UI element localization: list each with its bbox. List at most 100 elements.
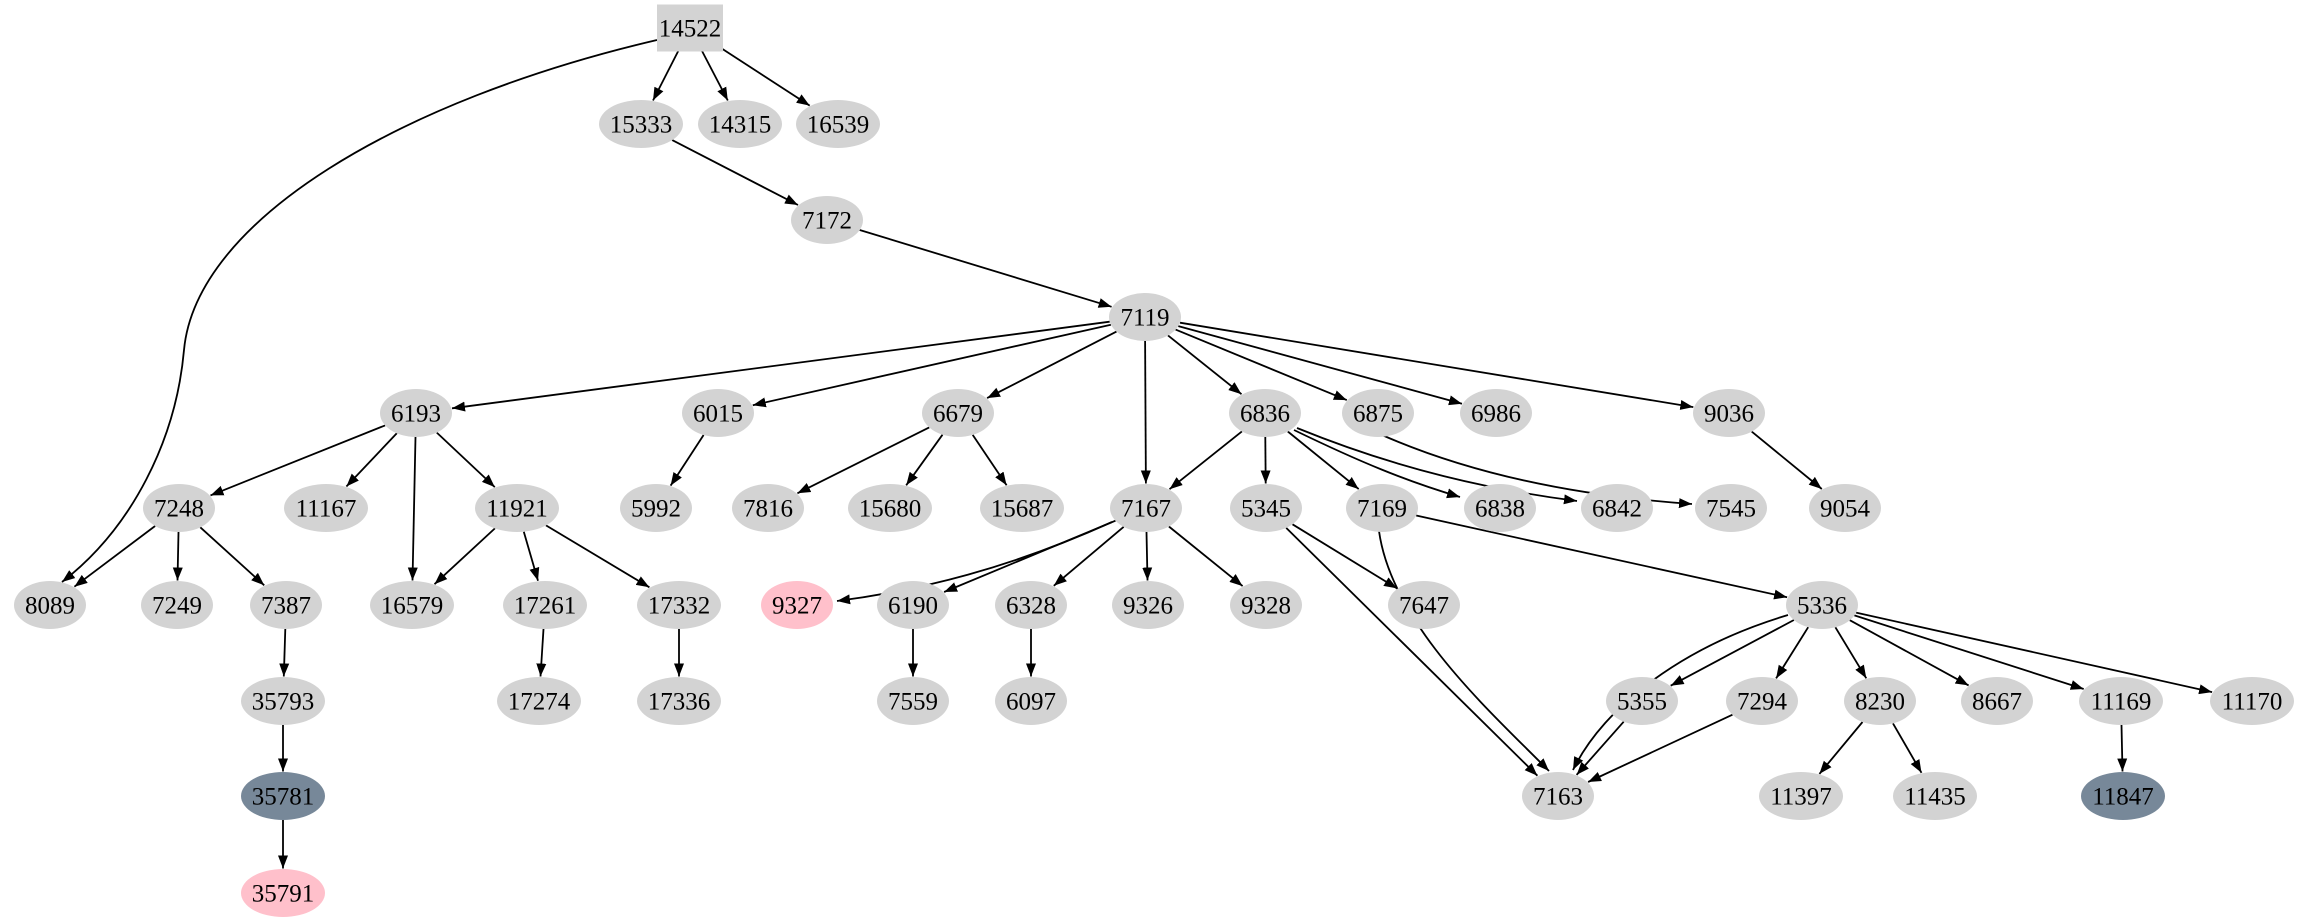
node-9326-ellipse [1112, 581, 1184, 629]
node-15333-label: 15333 [610, 112, 673, 139]
node-7387-label: 7387 [261, 593, 311, 620]
node-6836: 6836 [1229, 389, 1301, 437]
node-7167-label: 7167 [1121, 496, 1171, 523]
node-9054: 9054 [1809, 484, 1881, 532]
node-7545: 7545 [1695, 484, 1767, 532]
node-7167: 7167 [1110, 484, 1182, 532]
node-8089-ellipse [14, 581, 86, 629]
node-7387: 7387 [250, 581, 322, 629]
node-6097-label: 6097 [1006, 689, 1056, 716]
node-5355: 5355 [1606, 677, 1678, 725]
node-6986-ellipse [1460, 389, 1532, 437]
node-8667-label: 8667 [1972, 689, 2022, 716]
node-6679: 6679 [922, 389, 994, 437]
node-8667-ellipse [1961, 677, 2033, 725]
node-7172: 7172 [791, 196, 863, 244]
node-6190-label: 6190 [888, 593, 938, 620]
node-14522-label: 14522 [659, 16, 722, 43]
node-7816-ellipse [732, 484, 804, 532]
node-7647: 7647 [1388, 581, 1460, 629]
node-7387-ellipse [250, 581, 322, 629]
node-8230-ellipse [1844, 677, 1916, 725]
node-6875-ellipse [1342, 389, 1414, 437]
node-6836-label: 6836 [1240, 401, 1290, 428]
node-7248: 7248 [143, 484, 215, 532]
node-15687-ellipse [980, 484, 1064, 532]
node-15333: 15333 [599, 100, 683, 148]
node-15680: 15680 [848, 484, 932, 532]
node-5345: 5345 [1230, 484, 1302, 532]
node-11167-label: 11167 [296, 496, 357, 523]
node-6190: 6190 [877, 581, 949, 629]
edge-7119-6015 [752, 323, 1112, 408]
node-17336-ellipse [637, 677, 721, 725]
node-5336-ellipse [1786, 581, 1858, 629]
edge-5336-8667 [1849, 619, 1970, 687]
node-6875-label: 6875 [1353, 401, 1403, 428]
node-6986: 6986 [1460, 389, 1532, 437]
node-16579-ellipse [370, 581, 454, 629]
node-6836-ellipse [1229, 389, 1301, 437]
edge-5345-7163 [1285, 527, 1539, 777]
node-6193-ellipse [380, 389, 452, 437]
node-16539-ellipse [796, 100, 880, 148]
node-15680-ellipse [848, 484, 932, 532]
node-11435-label: 11435 [1904, 784, 1966, 811]
node-14522-box [657, 4, 723, 52]
node-5355-label: 5355 [1617, 689, 1667, 716]
edge-7167-9327 [836, 521, 1113, 605]
node-7294-label: 7294 [1737, 689, 1788, 716]
node-6838-ellipse [1464, 484, 1536, 532]
edge-6193-16579 [407, 436, 418, 581]
node-17261-label: 17261 [514, 593, 577, 620]
node-7294: 7294 [1726, 677, 1798, 725]
node-7559-ellipse [877, 677, 949, 725]
edge-6836-7169 [1287, 430, 1360, 490]
node-5345-ellipse [1230, 484, 1302, 532]
node-6193-label: 6193 [391, 401, 441, 428]
edge-11921-17261 [522, 531, 540, 582]
nodes-layer: 14522 15333 14315 16539 7172 7119 6193 6015 6679… [14, 4, 2294, 917]
edge-7169-7163 [1378, 530, 1550, 772]
node-14315: 14315 [698, 100, 782, 148]
edge-7119-7167 [1140, 340, 1151, 484]
edge-6015-5992 [669, 434, 705, 487]
node-9054-ellipse [1809, 484, 1881, 532]
node-11167-ellipse [284, 484, 368, 532]
node-7169: 7169 [1346, 484, 1418, 532]
node-7816-label: 7816 [743, 496, 793, 523]
edge-7248-7387 [199, 526, 265, 586]
edge-5345-7647 [1292, 523, 1398, 590]
node-11169-label: 11169 [2091, 689, 2152, 716]
edge-5336-11170 [1855, 611, 2213, 695]
node-7119: 7119 [1109, 293, 1181, 341]
node-11169: 11169 [2079, 677, 2163, 725]
node-17274-label: 17274 [508, 689, 571, 716]
node-5336-label: 5336 [1797, 593, 1847, 620]
node-16539: 16539 [796, 100, 880, 148]
node-35791-label: 35791 [252, 881, 315, 908]
node-8089: 8089 [14, 581, 86, 629]
node-7249: 7249 [141, 581, 213, 629]
node-6190-ellipse [877, 581, 949, 629]
node-17332-ellipse [637, 581, 721, 629]
node-9327: 9327 [761, 581, 833, 629]
node-15687: 15687 [980, 484, 1064, 532]
node-6838: 6838 [1464, 484, 1536, 532]
node-11435: 11435 [1893, 772, 1977, 820]
node-6015: 6015 [682, 389, 754, 437]
node-16539-label: 16539 [807, 112, 870, 139]
node-7169-label: 7169 [1357, 496, 1407, 523]
node-6097: 6097 [995, 677, 1067, 725]
edge-6679-7816 [796, 426, 930, 495]
node-6097-ellipse [995, 677, 1067, 725]
node-6015-label: 6015 [693, 401, 743, 428]
node-11921-ellipse [475, 484, 559, 532]
edge-5355-7163 [1575, 721, 1625, 776]
edge-8230-11435 [1892, 722, 1923, 774]
edge-7167-9328 [1168, 525, 1244, 587]
node-9328-label: 9328 [1241, 593, 1291, 620]
node-17261: 17261 [503, 581, 587, 629]
node-6986-label: 6986 [1471, 401, 1521, 428]
node-35791: 35791 [241, 869, 325, 917]
